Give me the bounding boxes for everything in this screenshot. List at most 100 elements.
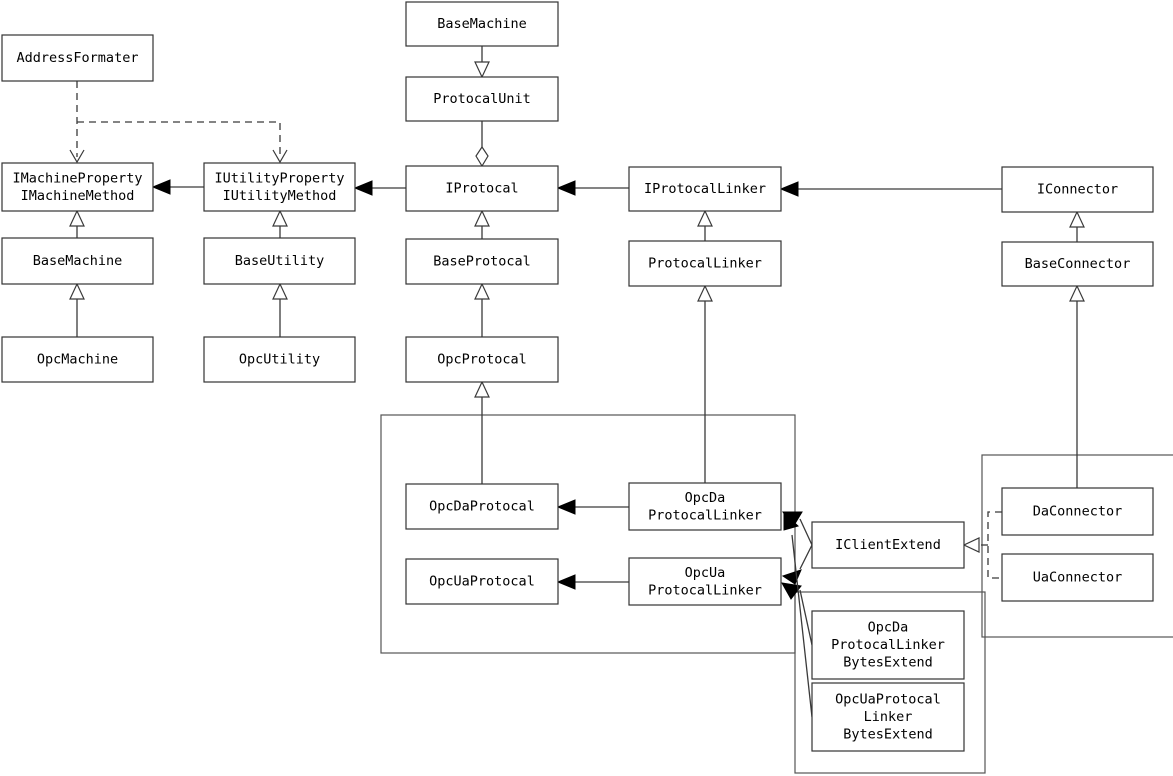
class-box-border-ProtocalUnit [405,76,559,122]
class-box-border-BaseMachine [1,237,154,285]
class-box-BaseConnector[interactable]: BaseConnector [1001,241,1154,287]
arrowhead-hollow-baseutility [272,282,288,300]
arrowhead-filled-iprotocallinker [779,181,799,197]
edge-daconnector-iclientextend [987,511,1002,579]
class-label: OpcDa [868,620,909,636]
arrowhead-hollow-iutilityproperty [272,209,288,227]
edge-opcuabytesextend-opcdalinker [791,534,813,718]
class-box-border-IProtocalLinker [628,166,782,212]
class-box-IConnector[interactable]: IConnector [1001,166,1154,213]
diamond-hollow-iprotocal [475,145,489,168]
arrowhead-hollow-imachineproperty [69,209,85,227]
class-label: UaConnector [1033,570,1122,586]
arrowhead-hollow-protocallinker [697,284,713,302]
group-rect-connector-impl [981,454,1173,638]
class-label: DaConnector [1033,504,1122,520]
class-label: IMachineMethod [21,188,135,204]
class-label: OpcUtility [239,352,320,368]
class-label: OpcProtocal [437,352,526,368]
class-label: Linker [864,709,913,725]
class-label: ProtocalUnit [433,91,531,107]
class-label: IProtocalLinker [644,181,766,197]
class-label: BaseConnector [1025,256,1131,272]
class-label: AddressFormater [17,50,139,66]
class-box-border-OpcDaProtocalLinkerBytesExtend [811,610,965,680]
class-box-border-OpcUaProtocalLinker [628,557,782,606]
edge-iclientextend-opcdaprotocallinker [799,518,813,546]
class-label: IMachineProperty [12,170,142,186]
arrowhead-hollow-opcprotocal [474,380,490,398]
class-label: OpcMachine [37,352,118,368]
class-box-IProtocalLinker[interactable]: IProtocalLinker [628,166,782,212]
class-box-border-IConnector [1001,166,1154,213]
class-box-DaConnector[interactable]: DaConnector [1001,487,1154,536]
arrowhead-filled-opcuaprotocal [556,574,576,590]
class-box-IProtocal[interactable]: IProtocal [405,165,559,212]
class-box-IClientExtend[interactable]: IClientExtend [811,521,965,569]
class-box-ProtocalLinker[interactable]: ProtocalLinker [628,240,782,287]
arrowhead-filled-iutilityproperty [353,180,373,196]
class-label: OpcUaProtocal [429,574,535,590]
class-box-border-BaseUtility [203,237,356,285]
class-label: OpcUaProtocal [835,692,941,708]
class-box-OpcUaProtocal[interactable]: OpcUaProtocal [405,558,559,605]
class-box-OpcDaProtocal[interactable]: OpcDaProtocal [405,483,559,530]
class-label: IConnector [1037,182,1118,198]
class-box-BaseUtility[interactable]: BaseUtility [203,237,356,285]
arrowhead-filled-opcualinker-a [781,569,802,585]
class-box-border-UaConnector [1001,553,1154,602]
class-box-OpcMachine[interactable]: OpcMachine [1,336,154,383]
arrowhead-hollow-iclientextend [962,537,980,553]
class-box-border-OpcMachine [1,336,154,383]
class-label: IUtilityMethod [223,188,337,204]
class-label: IUtilityProperty [214,170,344,186]
class-box-border-DaConnector [1001,487,1154,536]
class-label: ProtocalLinker [648,507,762,523]
class-box-border-BaseProtocal [405,238,559,285]
class-box-OpcUtility[interactable]: OpcUtility [203,336,356,383]
arrowhead-open-iutilityproperty [272,149,288,164]
group-rectangles [380,414,1173,774]
class-box-BaseMachineTop[interactable]: BaseMachine [405,1,559,47]
nodes-layer: AddressFormaterBaseMachineProtocalUnitIM… [1,1,1154,752]
class-label: ProtocalLinker [648,582,762,598]
class-box-AddressFormater[interactable]: AddressFormater [1,34,154,82]
class-box-border-OpcDaProtocal [405,483,559,530]
class-label: BaseUtility [235,253,324,269]
class-box-UaConnector[interactable]: UaConnector [1001,553,1154,602]
class-box-border-OpcUaProtocalLinkerBytesExtend [811,682,965,752]
class-box-border-IClientExtend [811,521,965,569]
class-box-border-OpcUtility [203,336,356,383]
group-rect-protocal-impl [380,414,796,654]
class-box-border-IProtocal [405,165,559,212]
class-label: OpcDaProtocal [429,499,535,515]
class-label: IProtocal [445,181,518,197]
class-label: BytesExtend [843,727,932,743]
class-box-border-OpcProtocal [405,336,559,383]
arrowhead-hollow-iconnector [1069,210,1085,228]
class-box-border-BaseConnector [1001,241,1154,287]
arrowhead-hollow-iprotocal-gen [474,209,490,227]
arrowhead-hollow-iprotocallinker-gen [697,209,713,227]
class-label: BaseMachine [33,253,122,269]
class-box-BaseProtocal[interactable]: BaseProtocal [405,238,559,285]
class-box-border-ProtocalLinker [628,240,782,287]
arrowhead-hollow-protocalunit [474,61,490,79]
arrowhead-filled-imachineproperty [151,179,171,195]
class-box-BaseMachine[interactable]: BaseMachine [1,237,154,285]
class-label: ProtocalLinker [831,637,945,653]
edges-layer [69,46,1085,718]
arrowhead-open-imachineproperty [69,149,85,164]
class-label: OpcUa [685,565,726,581]
class-box-border-OpcDaProtocalLinker [628,482,782,531]
class-box-OpcProtocal[interactable]: OpcProtocal [405,336,559,383]
class-label: OpcDa [685,490,726,506]
class-box-ProtocalUnit[interactable]: ProtocalUnit [405,76,559,122]
